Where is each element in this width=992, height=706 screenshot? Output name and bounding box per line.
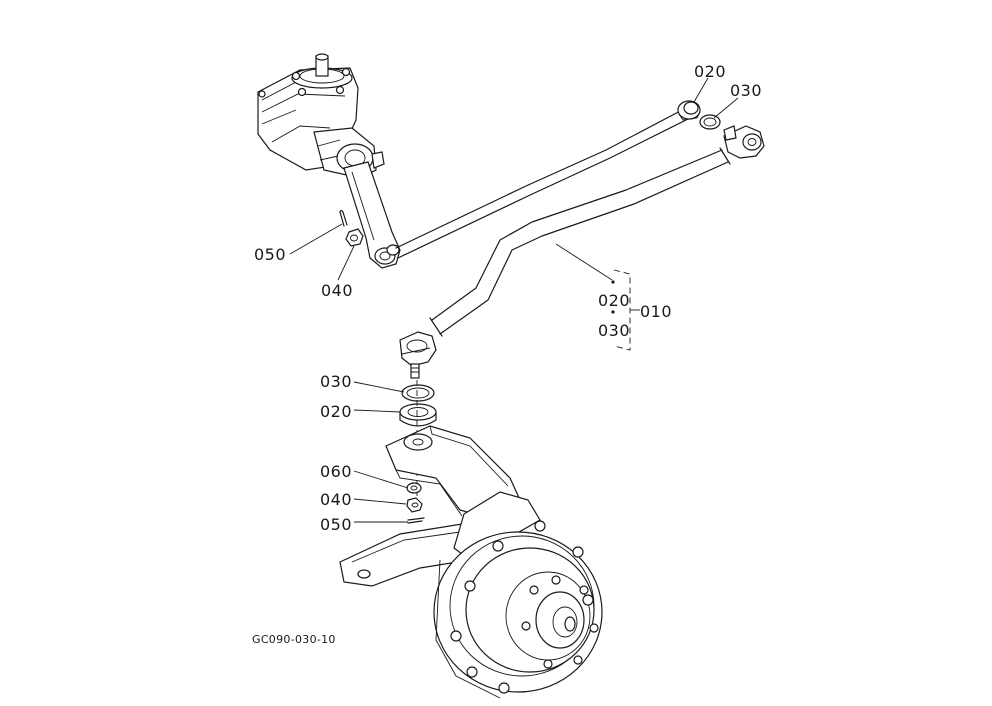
label-040-low: 040 [320, 490, 352, 509]
leader-lines [289, 77, 739, 523]
label-050-left: 050 [254, 245, 286, 264]
drag-link-rod [395, 107, 691, 259]
label-010-group: 010 [640, 302, 672, 321]
label-030-top: 030 [730, 81, 762, 100]
assembly-bracket-010 [611, 269, 640, 351]
label-050-low: 050 [320, 515, 352, 534]
tie-rod-main [429, 147, 731, 337]
nut-040-low [406, 497, 423, 513]
washer-060 [406, 482, 422, 494]
clip-030-mid [401, 384, 435, 402]
cotter-pin-top [339, 209, 348, 227]
seal-020-top [677, 100, 701, 121]
seal-020-mid [399, 403, 437, 427]
label-020-mid: 020 [320, 402, 352, 421]
knuckle-arm [385, 425, 521, 521]
label-040-left: 040 [321, 281, 353, 300]
steering-gearbox [257, 53, 385, 179]
label-020-top: 020 [694, 62, 726, 81]
wheel-hub [433, 491, 603, 699]
label-030-mid: 030 [320, 372, 352, 391]
lower-ball-joint [399, 331, 437, 379]
castle-nut-top [345, 228, 364, 247]
clip-030-top [699, 114, 721, 130]
label-060-low: 060 [320, 462, 352, 481]
figure-code: GC090-030-10 [252, 633, 336, 646]
pitman-arm [343, 161, 401, 269]
pin-050-low [407, 517, 425, 524]
label-030-group: 030 [598, 321, 630, 340]
upper-ball-joint [723, 125, 765, 159]
label-020-group: 020 [598, 291, 630, 310]
